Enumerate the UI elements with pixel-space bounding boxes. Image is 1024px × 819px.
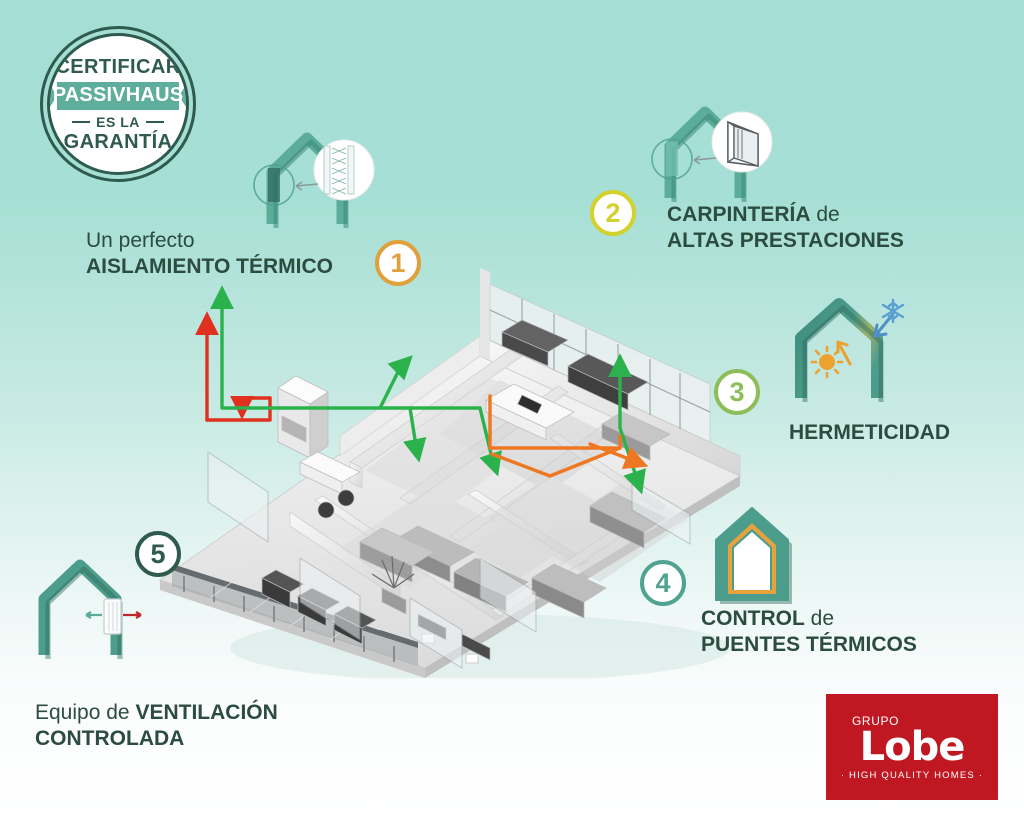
window-focus-circle [651, 138, 693, 180]
seal-outer-ring [40, 26, 196, 182]
house-outline-shadow [802, 305, 884, 402]
seal-rule-right [145, 120, 164, 123]
snowflake-icon [881, 298, 905, 324]
glass-partitions [207, 451, 691, 669]
slab-edge-left [160, 580, 425, 678]
perimeter-walls [339, 268, 741, 477]
seal-content: CERTIFICAR PASSIVHAUS ES LA GARANTÍA [50, 36, 186, 172]
feature-label-1-bold: AISLAMIENTO TÉRMICO [86, 254, 333, 278]
seal-line-3: ES LA [72, 114, 164, 130]
grupo-lobe-logo: GRUPO Lobe · HIGH QUALITY HOMES · [826, 694, 998, 800]
feature-label-1-lite: Un perfecto [86, 229, 195, 252]
feature-label-4-bold-b: PUENTES TÉRMICOS [701, 632, 917, 656]
house-interior [734, 532, 770, 590]
house-airtightness-icon [775, 290, 905, 410]
seal-line-3-text: ES LA [96, 113, 140, 130]
pointer-arrow [693, 157, 717, 161]
window-section-highlight [666, 142, 678, 176]
feature-label-3: HERMETICIDAD [789, 420, 950, 446]
feature-label-2-bold-a: CARPINTERÍA [667, 203, 811, 226]
feature-label-5-bold: VENTILACIÓN [135, 701, 278, 724]
duct-network [195, 285, 649, 495]
feature-label-2: CARPINTERÍA de ALTAS PRESTACIONES [667, 202, 904, 253]
feature-number-2: 2 [590, 190, 636, 236]
feature-label-4: CONTROL de PUENTES TÉRMICOS [701, 606, 917, 657]
feature-label-2-bold-b: ALTAS PRESTACIONES [667, 228, 904, 252]
feature-label-3-bold: HERMETICIDAD [789, 421, 950, 444]
house-insulation-icon [252, 124, 382, 234]
sun-icon [810, 345, 844, 379]
feature-label-2-lite-a: de [816, 203, 840, 226]
isometric-apartment-floorplan [150, 248, 750, 682]
passivhaus-certification-seal: CERTIFICAR PASSIVHAUS ES LA GARANTÍA [40, 26, 196, 182]
seal-line-4: GARANTÍA [63, 130, 173, 153]
wall-section-highlight [268, 168, 280, 202]
feature-number-5: 5 [135, 531, 181, 577]
logo-brand-name: Lobe [859, 723, 966, 770]
feature-number-3: 3 [714, 369, 760, 415]
house-window-icon [650, 100, 780, 210]
feature-label-5: Equipo de VENTILACIÓN CONTROLADA [35, 700, 278, 751]
house-ventilation-icon [28, 555, 148, 670]
seal-line-1: CERTIFICAR [55, 55, 181, 78]
house-outline [795, 298, 883, 398]
feature-label-1: Un perfecto AISLAMIENTO TÉRMICO [86, 228, 333, 279]
floorplan-svg [158, 268, 742, 682]
heat-arrow [836, 340, 852, 366]
insulation-detail [323, 145, 355, 195]
ventilation-unit [103, 598, 122, 635]
logo-grupo-text: GRUPO [852, 713, 900, 728]
logo-tagline: · HIGH QUALITY HOMES · [840, 769, 984, 781]
feature-label-5-bold-b: CONTROLADA [35, 726, 185, 750]
wall-focus-circle [253, 164, 295, 206]
feature-number-4: 4 [640, 560, 686, 606]
triple-glazing-detail [727, 120, 759, 167]
seal-ribbon: PASSIVHAUS [50, 81, 186, 110]
pointer-arrow [295, 183, 319, 187]
house-thermal-bridge-icon [698, 500, 808, 610]
feature-label-4-lite-a: de [810, 607, 835, 630]
feature-label-4-bold-a: CONTROL [701, 607, 805, 630]
seal-rule-left [72, 120, 91, 123]
feature-label-5-lite: Equipo de [35, 701, 130, 724]
seal-ribbon-text: PASSIVHAUS [52, 84, 184, 106]
feature-number-1: 1 [375, 240, 421, 286]
